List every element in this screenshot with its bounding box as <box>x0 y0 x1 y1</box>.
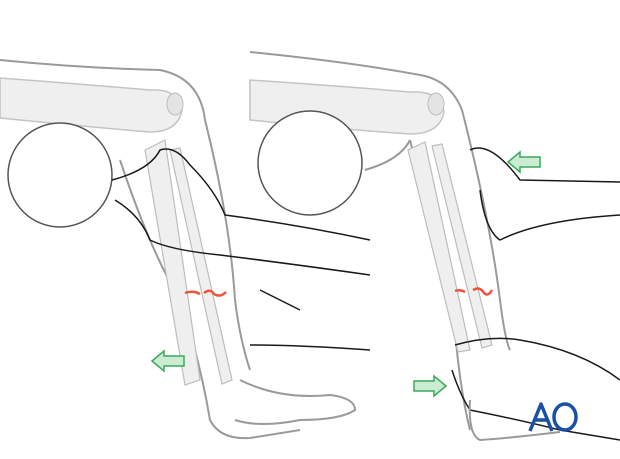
fracture-line <box>184 290 201 296</box>
arrow-left-icon <box>506 150 541 174</box>
right-panel <box>249 51 620 442</box>
hand <box>451 337 620 441</box>
knee-bolster-circle <box>257 110 363 216</box>
fracture-line <box>203 289 227 297</box>
arrow-right-icon <box>413 374 448 398</box>
fracture-line <box>454 288 466 294</box>
left-panel <box>0 59 371 440</box>
fracture-line <box>472 287 494 296</box>
hand <box>469 147 620 241</box>
arrow-left-icon <box>150 349 185 373</box>
hand <box>111 148 371 351</box>
ao-logo <box>528 402 578 432</box>
knee-bolster-circle <box>7 122 113 228</box>
